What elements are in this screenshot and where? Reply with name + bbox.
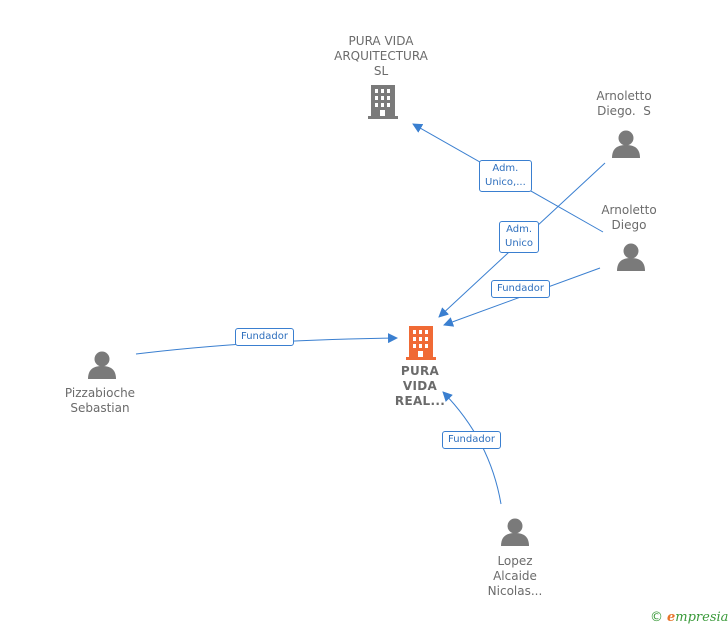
node-label-line: Alcaide (493, 569, 537, 583)
edge-label-line: Adm. (506, 224, 532, 235)
edge-label-line: Unico,... (485, 177, 526, 188)
building-icon[interactable] (368, 85, 398, 119)
node-label-line: Arnoletto (601, 203, 657, 217)
copyright-symbol: © (650, 610, 663, 625)
node-label-line: VIDA (402, 379, 438, 393)
edge-label-line: Fundador (497, 283, 544, 294)
brand-initial: e (667, 610, 676, 625)
node-label-line: Arnoletto (596, 89, 652, 103)
edge-label-fundador-arnoletto[interactable]: Fundador (491, 280, 550, 298)
node-label-pura-vida-arquitectura[interactable]: PURA VIDA ARQUITECTURA SL (326, 34, 436, 79)
edge-label-line: Unico (505, 238, 534, 249)
node-label-line: Diego. S (597, 104, 651, 118)
node-label-pizzabioche[interactable]: Pizzabioche Sebastian (55, 386, 145, 416)
person-icon[interactable] (612, 130, 640, 159)
node-label-lopez[interactable]: Lopez Alcaide Nicolas... (475, 554, 555, 599)
node-label-pura-vida-real[interactable]: PURA VIDA REAL... (385, 364, 455, 409)
edge-label-line: Fundador (448, 434, 495, 445)
building-icon[interactable] (406, 326, 436, 360)
node-label-arnoletto-diego[interactable]: Arnoletto Diego (589, 203, 669, 233)
node-label-line: SL (373, 64, 389, 78)
person-icon[interactable] (88, 351, 116, 380)
node-label-line: PURA VIDA (348, 34, 414, 48)
node-label-line: Diego (611, 218, 647, 232)
node-label-line: Sebastian (70, 401, 130, 415)
edge-label-fundador-lopez[interactable]: Fundador (442, 431, 501, 449)
node-label-line: REAL... (394, 394, 446, 408)
person-icon[interactable] (501, 518, 529, 547)
node-label-line: PURA (400, 364, 440, 378)
node-label-line: Pizzabioche (64, 386, 136, 400)
empresia-watermark: © empresia (650, 610, 728, 625)
edge-label-adm-unico-2[interactable]: Adm. Unico (499, 221, 540, 253)
node-label-arnoletto-diego-s[interactable]: Arnoletto Diego. S (584, 89, 664, 119)
edge-label-line: Fundador (241, 331, 288, 342)
brand-name: mpresia (675, 610, 728, 625)
node-label-line: Lopez (497, 554, 533, 568)
person-icon[interactable] (617, 243, 645, 272)
node-label-line: Nicolas... (487, 584, 543, 598)
edge-label-line: Adm. (492, 163, 519, 174)
edge-label-fundador-pizzabioche[interactable]: Fundador (235, 328, 294, 346)
node-label-line: ARQUITECTURA (334, 49, 428, 63)
edge-label-adm-unico-1[interactable]: Adm. Unico,... (479, 160, 532, 192)
